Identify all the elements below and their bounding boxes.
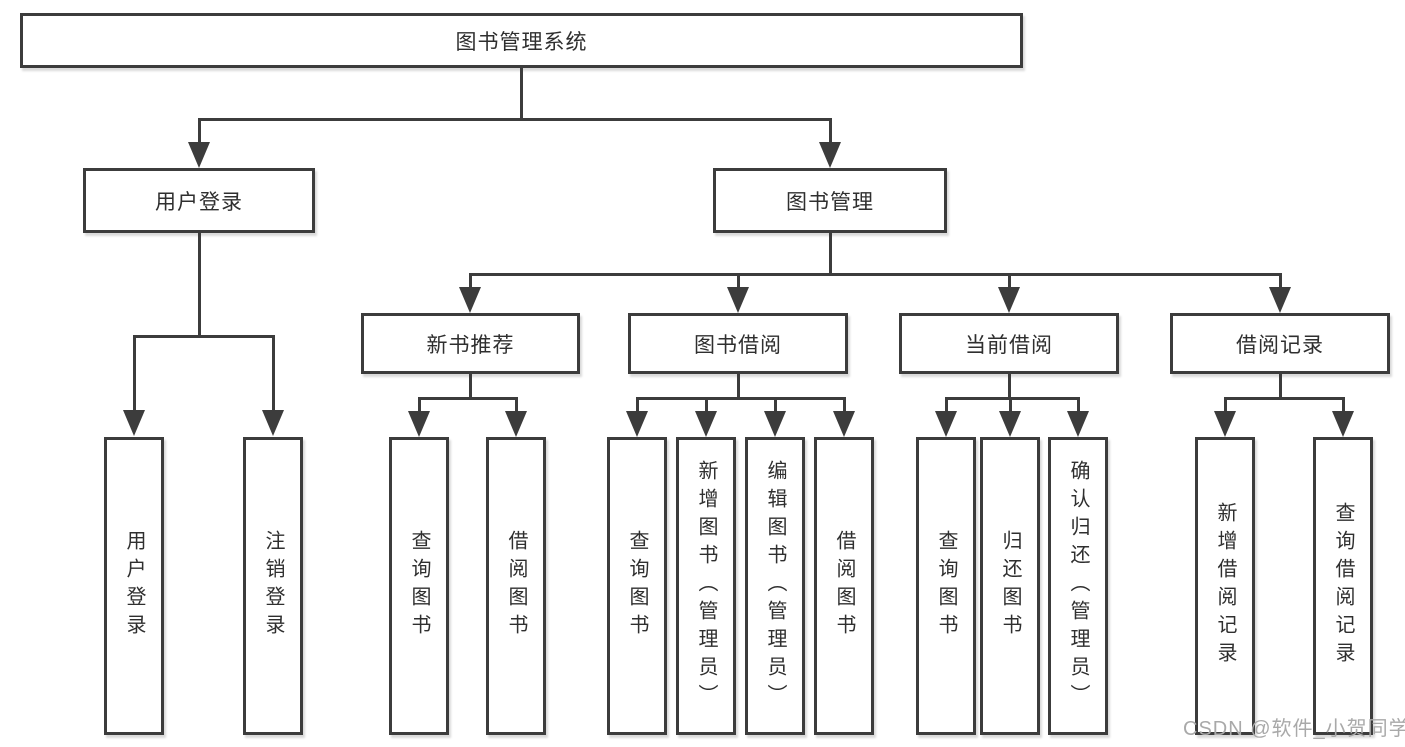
arrowhead-edit-book [764,411,786,437]
connector-drop-current-borrow-line [1008,273,1011,289]
leaf-edit-book-admin-label: 编辑图书（管理员） [764,460,786,712]
node-book-mgmt: 图书管理 [713,168,947,233]
arrowhead-add-book [695,411,717,437]
connector-level2-rail-line [198,118,832,121]
csdn-watermark: CSDN @软件_小贺同学 [1183,718,1405,740]
connector-user-login-stem-line [198,233,201,337]
connector-drop-confirm-return-line [1077,397,1080,412]
connector-drop-book-borrow-line [737,273,740,289]
arrowhead-search-borrow-record [1332,411,1354,437]
leaf-confirm-return-admin-label: 确认归还（管理员） [1067,460,1089,712]
connector-drop-search-book-borrow-line [636,397,639,412]
leaf-logout-label: 注销登录 [262,530,284,642]
leaf-borrow-book-rec: 借阅图书 [486,437,546,735]
leaf-search-book-rec: 查询图书 [389,437,449,735]
connector-book-borrow-rail-line [636,397,845,400]
leaf-confirm-return-admin: 确认归还（管理员） [1048,437,1108,735]
node-current-borrow-label: 当前借阅 [965,333,1053,357]
connector-current-borrow-stem-line [1008,374,1011,399]
arrowhead-return-book [999,411,1021,437]
connector-drop-borrow-book-rec-line [515,397,518,412]
connector-drop-book-mgmt-line [829,118,832,146]
node-user-login-label: 用户登录 [155,190,243,214]
connector-book-borrow-stem-line [737,374,740,399]
connector-borrow-record-stem-line [1279,374,1282,399]
arrowhead-search-book-borrow [626,411,648,437]
leaf-user-login-label: 用户登录 [123,530,145,642]
leaf-borrow-book-rec-label: 借阅图书 [505,530,527,642]
leaf-search-book-borrow-label: 查询图书 [626,530,648,642]
connector-drop-return-book-line [1009,397,1012,412]
leaf-search-borrow-record: 查询借阅记录 [1313,437,1373,735]
arrowhead-current-borrow [998,287,1020,313]
connector-new-book-rec-rail-line [418,397,517,400]
arrowhead-search-book-current [935,411,957,437]
leaf-add-book-admin: 新增图书（管理员） [676,437,736,735]
arrowhead-leaf-logout [262,410,284,436]
leaf-add-book-admin-label: 新增图书（管理员） [695,460,717,712]
arrowhead-book-mgmt [819,142,841,168]
leaf-user-login: 用户登录 [104,437,164,735]
leaf-search-book-current: 查询图书 [916,437,976,735]
leaf-borrow-book-2: 借阅图书 [814,437,874,735]
connector-drop-leaf-logout-line [272,335,275,412]
arrowhead-book-borrow [727,287,749,313]
arrowhead-borrow-book-2 [833,411,855,437]
arrowhead-borrow-record [1269,287,1291,313]
connector-drop-search-book-current-line [945,397,948,412]
node-root-label: 图书管理系统 [455,30,588,54]
connector-borrow-record-rail-line [1224,397,1345,400]
connector-root-stem-line [520,68,523,120]
connector-current-borrow-rail-line [945,397,1080,400]
node-new-book-rec: 新书推荐 [361,313,580,374]
arrowhead-confirm-return [1067,411,1089,437]
connector-book-mgmt-stem-line [829,233,832,275]
node-borrow-record-label: 借阅记录 [1236,333,1324,357]
leaf-borrow-book-2-label: 借阅图书 [833,530,855,642]
connector-drop-add-borrow-record-line [1224,397,1227,412]
connector-drop-search-borrow-record-line [1342,397,1345,412]
leaf-return-book: 归还图书 [980,437,1040,735]
leaf-search-borrow-record-label: 查询借阅记录 [1332,502,1354,670]
connector-drop-add-book-line [705,397,708,412]
arrowhead-new-book-rec [459,287,481,313]
connector-level3-rail-line [469,273,1282,276]
leaf-logout: 注销登录 [243,437,303,735]
leaf-search-book-rec-label: 查询图书 [408,530,430,642]
node-user-login: 用户登录 [83,168,315,233]
arrowhead-user-login [188,142,210,168]
connector-drop-borrow-book-2-line [843,397,846,412]
connector-user-login-rail-line [133,335,275,338]
node-current-borrow: 当前借阅 [899,313,1119,374]
node-new-book-rec-label: 新书推荐 [426,333,515,357]
arrowhead-search-book-rec [408,411,430,437]
node-book-borrow-label: 图书借阅 [694,333,782,357]
connector-drop-search-book-rec-line [418,397,421,412]
connector-drop-new-book-rec-line [469,273,472,289]
arrowhead-leaf-user-login [123,410,145,436]
connector-drop-user-login-line [198,118,201,146]
arrowhead-add-borrow-record [1214,411,1236,437]
arrowhead-borrow-book-rec [505,411,527,437]
connector-new-book-rec-stem-line [469,374,472,399]
node-book-borrow: 图书借阅 [628,313,848,374]
leaf-add-borrow-record: 新增借阅记录 [1195,437,1255,735]
leaf-search-book-current-label: 查询图书 [935,530,957,642]
leaf-add-borrow-record-label: 新增借阅记录 [1214,502,1236,670]
leaf-search-book-borrow: 查询图书 [607,437,667,735]
leaf-edit-book-admin: 编辑图书（管理员） [745,437,805,735]
connector-drop-leaf-user-login-line [133,335,136,412]
connector-drop-edit-book-line [774,397,777,412]
node-root-library-system: 图书管理系统 [20,13,1023,68]
leaf-return-book-label: 归还图书 [999,530,1021,642]
node-book-mgmt-label: 图书管理 [786,190,874,214]
node-borrow-record: 借阅记录 [1170,313,1390,374]
connector-drop-borrow-record-line [1279,273,1282,289]
